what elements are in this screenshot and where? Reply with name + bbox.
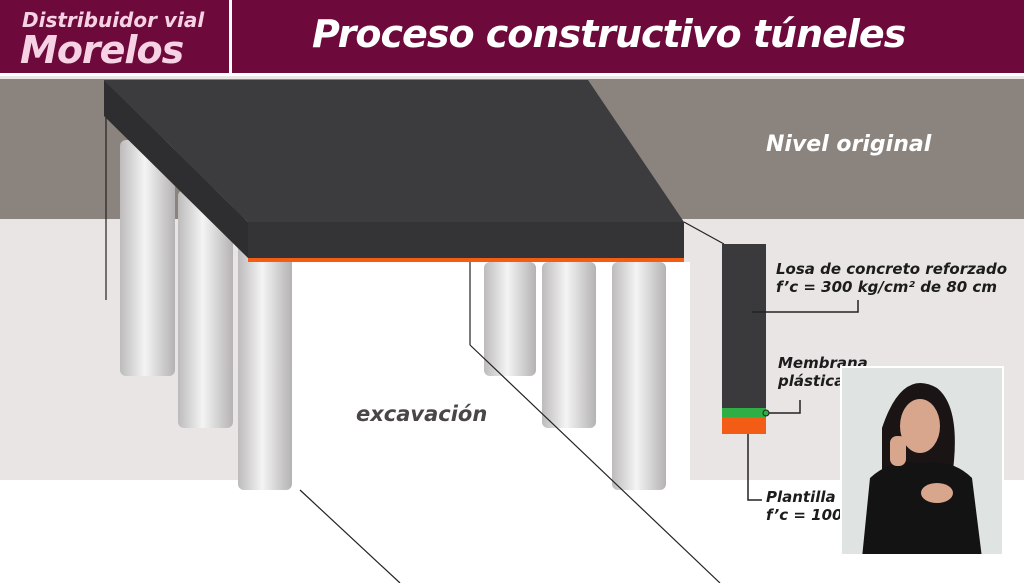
slab-label-line2: f’c = 300 kg/cm² de 80 cm <box>776 278 997 296</box>
pillars <box>120 140 666 490</box>
membrane-label: Membrana plástica <box>778 354 868 390</box>
plantilla-label-line1: Plantilla <box>766 488 836 506</box>
slab-top <box>104 80 684 222</box>
brand-logo: Distribuidor vial Morelos <box>0 0 232 76</box>
slab-plantilla-edge <box>248 258 684 262</box>
tunnel-diagram <box>0 79 1024 583</box>
page-title: Proceso constructivo túneles <box>312 12 906 56</box>
interpreter-figure <box>862 383 982 554</box>
slab-front <box>248 222 684 258</box>
original-level-label: Nivel original <box>766 132 932 157</box>
slab-side-left <box>104 80 248 258</box>
sign-language-interpreter-video <box>840 366 1004 556</box>
brand-line1: Distribuidor vial <box>22 8 205 32</box>
slab-label: Losa de concreto reforzado f’c = 300 kg/… <box>776 260 1007 296</box>
membrane-label-line2: plástica <box>778 372 845 390</box>
header-bar: Distribuidor vial Morelos Proceso constr… <box>0 0 1024 76</box>
plantilla-label: Plantilla f’c = 100 <box>766 488 842 524</box>
section-slab <box>722 244 766 408</box>
plantilla-label-line2: f’c = 100 <box>766 506 843 524</box>
excavation-label: excavación <box>356 402 488 426</box>
brand-line2: Morelos <box>20 28 184 72</box>
section-membrane <box>722 408 766 417</box>
slab-label-line1: Losa de concreto reforzado <box>776 260 1007 278</box>
section-plantilla <box>722 417 766 434</box>
guide-lines <box>105 90 725 583</box>
